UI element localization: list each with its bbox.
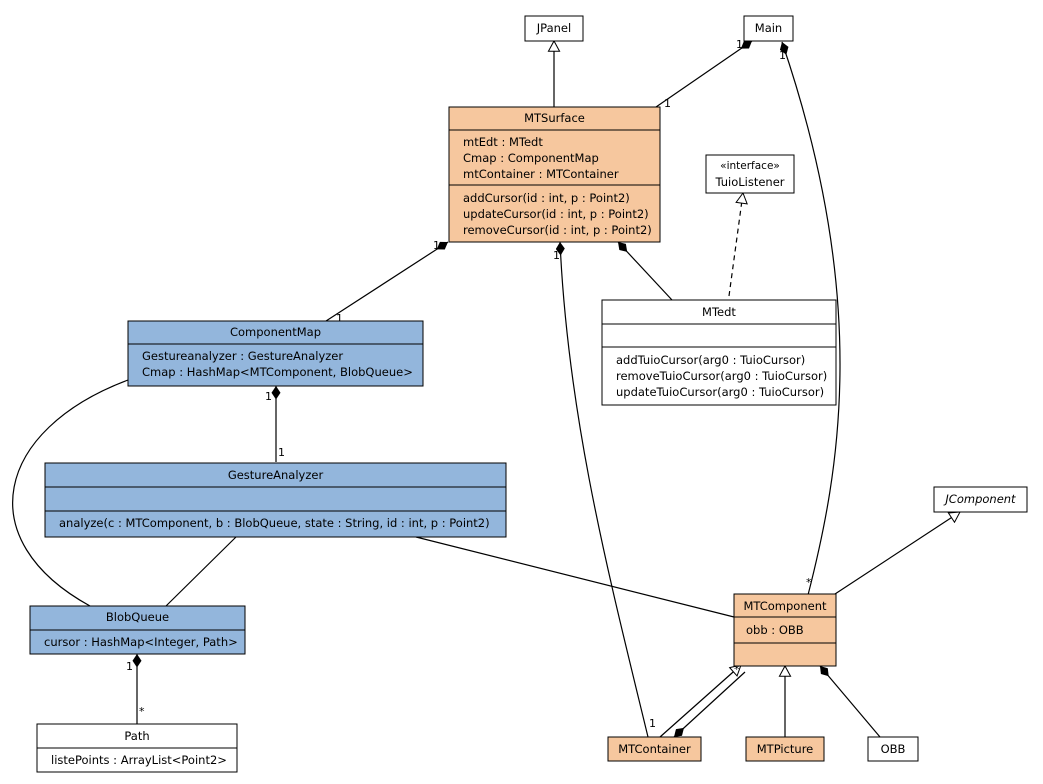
edge-mtedt-tuiolistener bbox=[728, 191, 748, 297]
class-mtcomponent-name: MTComponent bbox=[743, 599, 827, 613]
class-jpanel[interactable]: JPanel bbox=[524, 15, 584, 42]
class-componentmap-name: ComponentMap bbox=[230, 325, 321, 339]
class-mtsurface-name: MTSurface bbox=[524, 111, 585, 125]
class-componentmap[interactable]: ComponentMap Gestureanalyzer : GestureAn… bbox=[127, 320, 424, 387]
mtsurface-attribute: mtContainer : MTContainer bbox=[463, 167, 619, 181]
class-mtedt[interactable]: MTedt addTuioCursor(arg0 : TuioCursor) r… bbox=[601, 299, 837, 406]
mult-main-mtsurface-b: 1 bbox=[664, 97, 671, 110]
class-jcomponent[interactable]: JComponent bbox=[933, 486, 1028, 513]
edge-componentmap-mtsurface bbox=[325, 241, 449, 322]
mult-componentmap-gestureanalyzer-b: 1 bbox=[278, 446, 285, 459]
class-jpanel-name: JPanel bbox=[536, 21, 571, 35]
blobqueue-attribute: cursor : HashMap<Integer, Path> bbox=[44, 635, 238, 649]
class-tuiolistener-name: TuioListener bbox=[714, 175, 784, 189]
mult-mtsurface-mtcontainer-a: 1 bbox=[553, 249, 560, 262]
class-gestureanalyzer[interactable]: GestureAnalyzer analyze(c : MTComponent,… bbox=[44, 462, 507, 538]
mult-mtsurface-mtcontainer-b: 1 bbox=[649, 717, 656, 730]
class-path-name: Path bbox=[124, 729, 149, 743]
interface-tuiolistener[interactable]: «interface» TuioListener bbox=[705, 154, 795, 194]
edge-obb-mtcomponent bbox=[819, 665, 881, 738]
mtsurface-attribute: mtEdt : MTedt bbox=[463, 135, 543, 149]
class-jcomponent-name: JComponent bbox=[943, 492, 1016, 506]
class-obb-name: OBB bbox=[881, 742, 906, 756]
mtsurface-operation: updateCursor(id : int, p : Point2) bbox=[463, 207, 649, 221]
class-blobqueue[interactable]: BlobQueue cursor : HashMap<Integer, Path… bbox=[29, 605, 246, 655]
edge-gestureanalyzer-mtcomponent bbox=[415, 536, 735, 618]
path-attribute: listePoints : ArrayList<Point2> bbox=[51, 753, 227, 767]
gestureanalyzer-operation: analyze(c : MTComponent, b : BlobQueue, … bbox=[59, 516, 490, 530]
tuiolistener-stereotype: «interface» bbox=[720, 160, 780, 172]
mult-main-mtcomponent-a: 1 bbox=[779, 49, 786, 62]
class-blobqueue-name: BlobQueue bbox=[106, 610, 169, 624]
mult-blobqueue-path-a: 1 bbox=[126, 660, 133, 673]
mult-mtcontainer-mtcomponent: * bbox=[734, 663, 740, 676]
edge-mtcomponent-jcomponent bbox=[834, 511, 961, 595]
class-mtedt-name: MTedt bbox=[702, 305, 736, 319]
class-obb[interactable]: OBB bbox=[867, 736, 919, 762]
mtsurface-attribute: Cmap : ComponentMap bbox=[463, 151, 599, 165]
edge-mtcontainer-mtcomponent-generalization bbox=[659, 664, 742, 738]
mtsurface-operation: removeCursor(id : int, p : Point2) bbox=[463, 223, 652, 237]
edge-mtcomponent-main bbox=[779, 41, 841, 596]
edge-mtcomponent-mtcontainer-composition bbox=[673, 671, 746, 738]
mtedt-operation: addTuioCursor(arg0 : TuioCursor) bbox=[616, 353, 805, 367]
componentmap-attribute: Gestureanalyzer : GestureAnalyzer bbox=[142, 349, 343, 363]
class-mtpicture-name: MTPicture bbox=[757, 742, 814, 756]
class-main-name: Main bbox=[755, 21, 782, 35]
mtcomponent-attribute: obb : OBB bbox=[746, 623, 804, 637]
mult-blobqueue-path-b: * bbox=[139, 705, 145, 718]
class-mtcontainer[interactable]: MTContainer bbox=[607, 736, 702, 762]
class-path[interactable]: Path listePoints : ArrayList<Point2> bbox=[36, 723, 238, 773]
edge-mtcontainer-mtsurface bbox=[555, 241, 649, 738]
class-mtpicture[interactable]: MTPicture bbox=[745, 736, 825, 762]
mult-main-mtsurface-a: 1 bbox=[736, 38, 743, 51]
class-mtcomponent[interactable]: MTComponent obb : OBB bbox=[733, 593, 837, 667]
class-gestureanalyzer-name: GestureAnalyzer bbox=[228, 468, 324, 482]
mult-mtsurface-componentmap-b: 1 bbox=[336, 312, 343, 325]
edge-gestureanalyzer-blobqueue bbox=[165, 536, 237, 607]
mult-main-mtcomponent-b: * bbox=[806, 576, 812, 589]
class-mtcontainer-name: MTContainer bbox=[618, 742, 691, 756]
componentmap-attribute: Cmap : HashMap<MTComponent, BlobQueue> bbox=[142, 365, 413, 379]
mtedt-operation: updateTuioCursor(arg0 : TuioCursor) bbox=[616, 385, 824, 399]
edge-mtsurface-main bbox=[655, 40, 753, 108]
mult-componentmap-gestureanalyzer-a: 1 bbox=[265, 390, 272, 403]
mult-mtsurface-componentmap-a: 1 bbox=[433, 239, 440, 252]
mtedt-operation: removeTuioCursor(arg0 : TuioCursor) bbox=[616, 369, 827, 383]
mtsurface-operation: addCursor(id : int, p : Point2) bbox=[463, 191, 630, 205]
edge-mtedt-mtsurface bbox=[617, 241, 673, 301]
class-main[interactable]: Main bbox=[743, 15, 794, 42]
class-mtsurface[interactable]: MTSurface mtEdt : MTedt Cmap : Component… bbox=[448, 106, 661, 243]
edge-componentmap-blobqueue bbox=[12, 379, 129, 607]
